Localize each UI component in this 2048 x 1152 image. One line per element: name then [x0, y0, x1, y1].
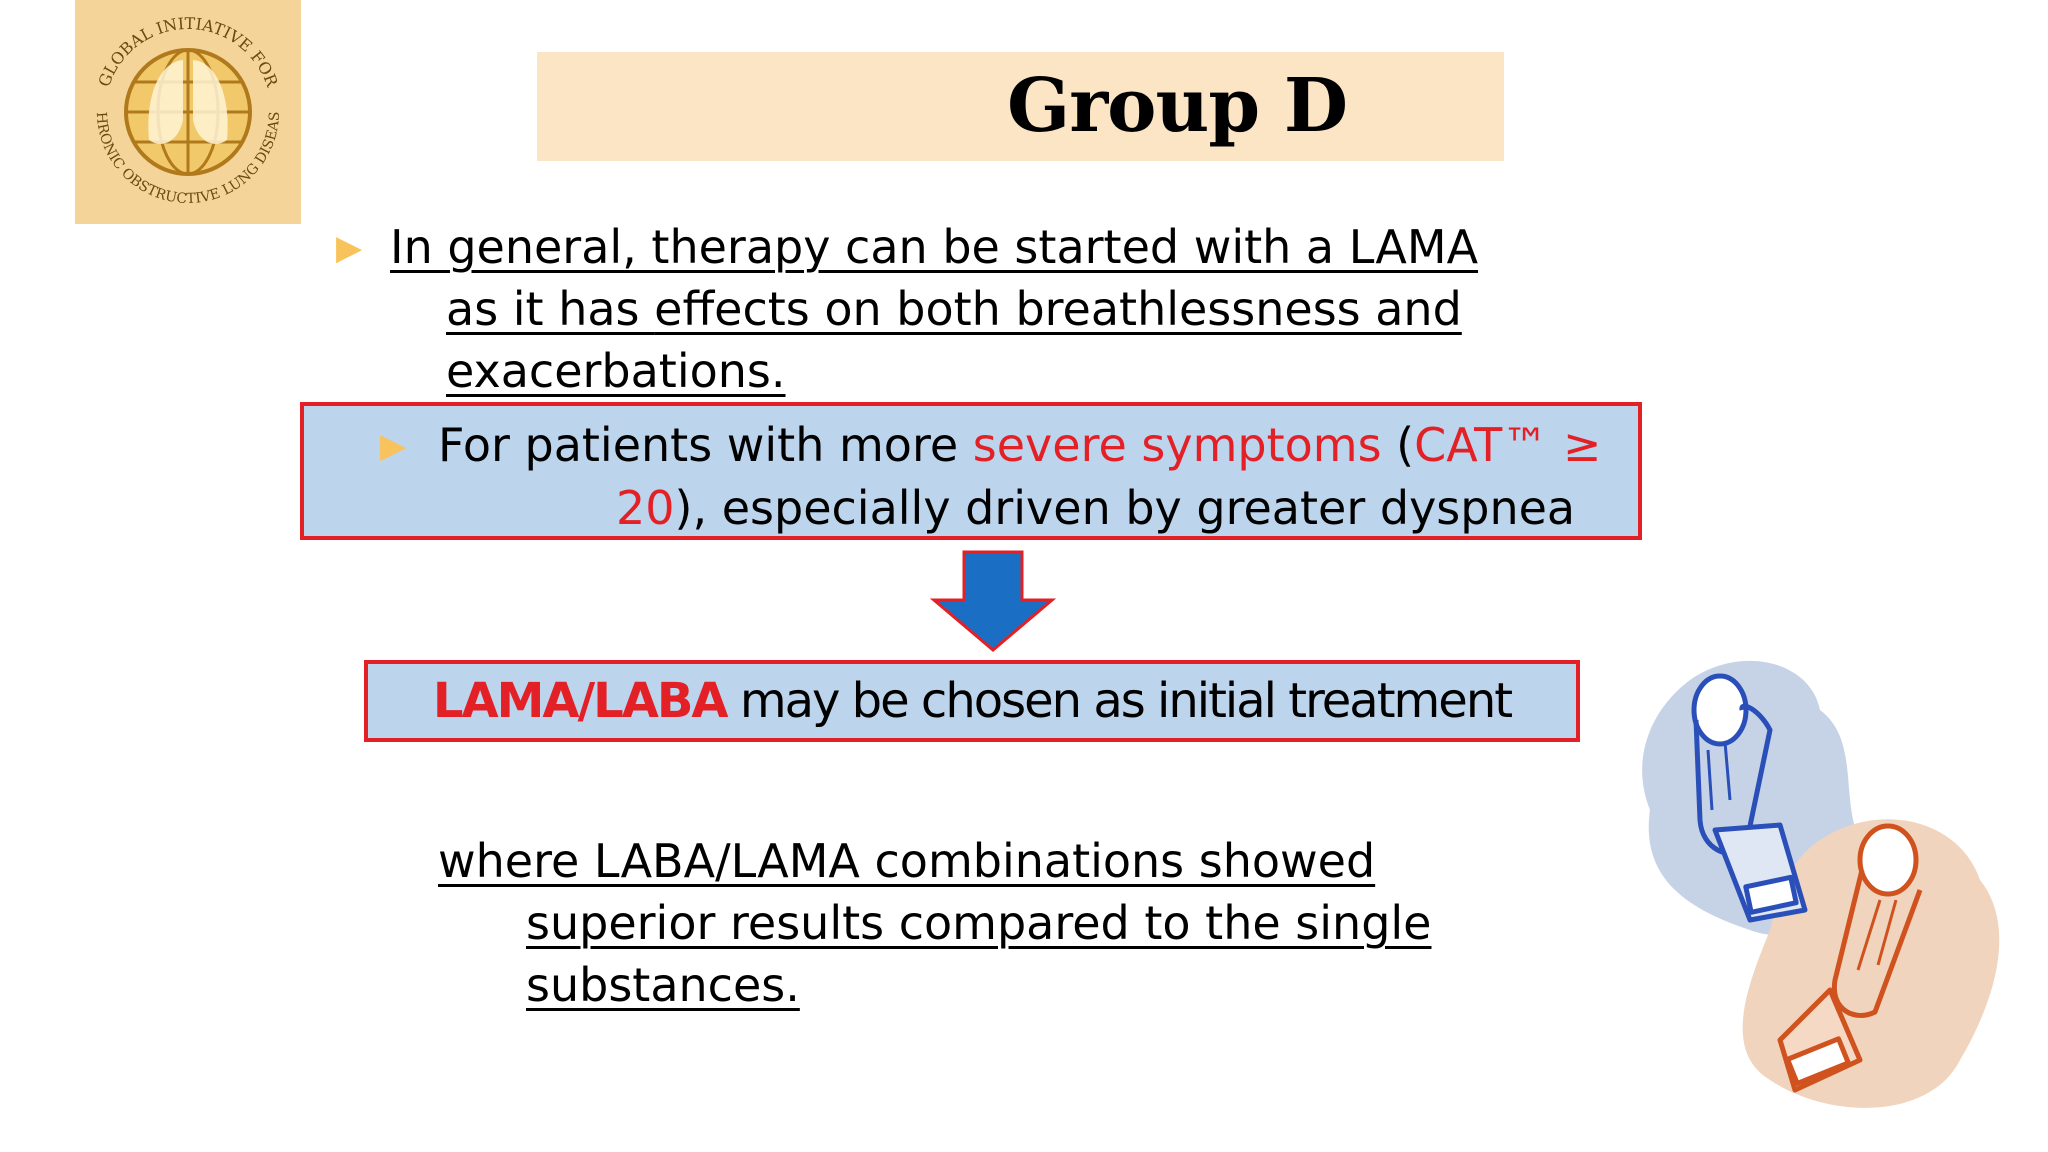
down-arrow-icon — [930, 550, 1056, 652]
blue-inhaler-icon — [1691, 673, 1808, 923]
bullet1-line2a: as it has — [446, 282, 655, 336]
initial-treatment-text: LAMA/LABA may be chosen as initial treat… — [368, 664, 1576, 738]
box1-text-part: ), especially driven by greater dyspnea — [674, 481, 1576, 535]
para2-line2a: superior — [526, 896, 730, 950]
page-title: Group D — [1007, 63, 1348, 149]
bullet1-line3: exacerbations. — [446, 344, 786, 398]
para2-line2b: results compared to the single — [730, 896, 1432, 950]
orange-inhaler-icon — [1777, 823, 1923, 1093]
lama-laba-highlight: LAMA/LABA — [432, 673, 729, 729]
box1-text-part: ( — [1381, 418, 1415, 472]
bullet1-line1: In general, therapy can be started with … — [390, 220, 1479, 274]
gold-logo: GLOBAL INITIATIVE FOR CHRONIC OBSTRUCTIV… — [75, 0, 301, 224]
inhalers-illustration — [1642, 660, 2000, 1108]
initial-treatment-rest: may be chosen as initial treatment — [726, 673, 1513, 729]
severe-symptoms-text: For patients with more severe symptoms (… — [438, 414, 1633, 540]
cat-score-highlight: CAT™ ≥ — [1414, 418, 1602, 472]
severe-symptoms-highlight: severe symptoms — [972, 418, 1382, 472]
severe-symptoms-box: ▶ For patients with more severe symptoms… — [300, 402, 1642, 540]
combination-paragraph: where LABA/LAMA combinations showed supe… — [438, 830, 1538, 1016]
globe-lungs-icon: GLOBAL INITIATIVE FOR CHRONIC OBSTRUCTIV… — [75, 0, 283, 207]
bullet1-line2b: effects on both breathlessness and — [654, 282, 1462, 336]
box1-text-part: For patients with more — [438, 418, 973, 472]
title-banner: Group D — [537, 52, 1504, 161]
bullet-arrow-icon: ▶ — [336, 228, 363, 268]
bullet-arrow-icon: ▶ — [380, 426, 407, 466]
para2-line1: where LABA/LAMA combinations showed — [438, 834, 1376, 888]
initial-treatment-box: LAMA/LABA may be chosen as initial treat… — [364, 660, 1580, 742]
bullet-paragraph-1: In general, therapy can be started with … — [390, 216, 1530, 402]
cat-score-value: 20 — [616, 481, 675, 535]
para2-line3: substances. — [526, 958, 800, 1012]
